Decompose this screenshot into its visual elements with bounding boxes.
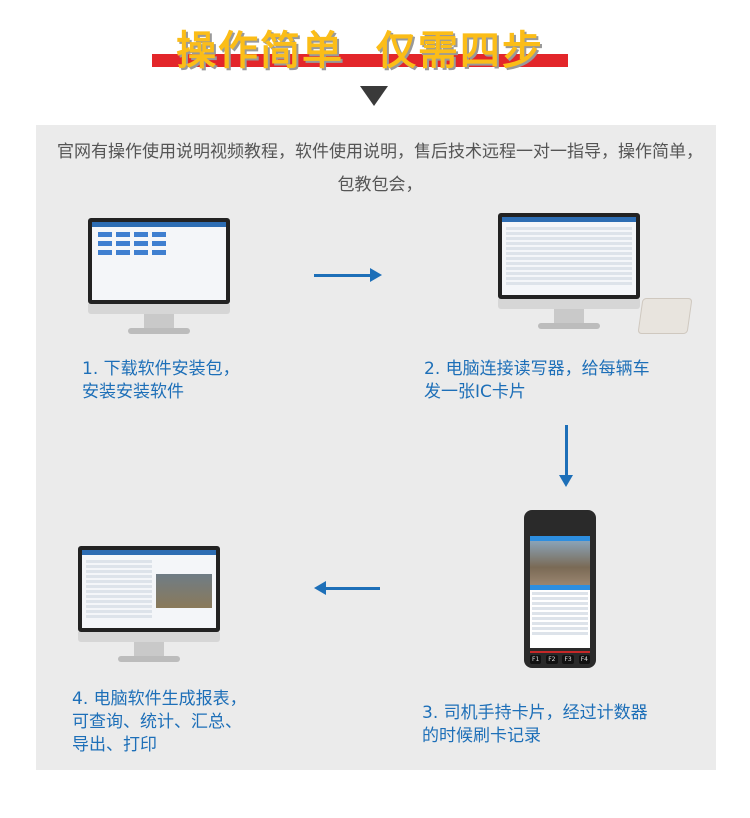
step-4-line-3: 导出、打印: [72, 735, 157, 755]
title-underline-bar: [152, 54, 568, 67]
page-title: 操作简单 仅需四步: [176, 28, 544, 74]
down-triangle-icon: [360, 86, 388, 106]
banner-title: 操作简单 仅需四步: [150, 14, 570, 74]
step-2-line-1: 2. 电脑连接读写器，给每辆车: [424, 359, 650, 379]
f1-key: F1: [530, 655, 542, 664]
step-3-text: 3. 司机手持卡片，经过计数器 的时候刷卡记录: [422, 702, 648, 748]
step-4-text: 4. 电脑软件生成报表， 可查询、统计、汇总、 导出、打印: [72, 688, 247, 757]
step-3-line-2: 的时候刷卡记录: [422, 726, 541, 746]
step-2-line-2: 发一张IC卡片: [424, 382, 526, 402]
f3-key: F3: [562, 655, 574, 664]
f2-key: F2: [546, 655, 558, 664]
intro-text: 官网有操作使用说明视频教程，软件使用说明，售后技术远程一对一指导，操作简单，包教…: [57, 142, 703, 195]
arrow-down-icon: [559, 425, 573, 487]
monitor-card-reader: [498, 213, 640, 333]
monitor-software-install: [88, 218, 230, 338]
monitor-report: [78, 546, 220, 666]
step-1-line-1: 1. 下载软件安装包，: [82, 359, 240, 379]
f4-key: F4: [578, 655, 590, 664]
step-3-line-1: 3. 司机手持卡片，经过计数器: [422, 703, 648, 723]
step-2-text: 2. 电脑连接读写器，给每辆车 发一张IC卡片: [424, 358, 650, 404]
step-1-text: 1. 下载软件安装包， 安装安装软件: [82, 358, 240, 404]
arrow-right-icon: [314, 268, 382, 282]
step-4-line-1: 4. 电脑软件生成报表，: [72, 689, 247, 709]
step-1-line-2: 安装安装软件: [82, 382, 184, 402]
handheld-terminal: F1 F2 F3 F4: [524, 510, 596, 668]
arrow-left-icon: [314, 581, 380, 595]
step-4-line-2: 可查询、统计、汇总、: [72, 712, 242, 732]
ic-card-reader: [637, 298, 693, 334]
